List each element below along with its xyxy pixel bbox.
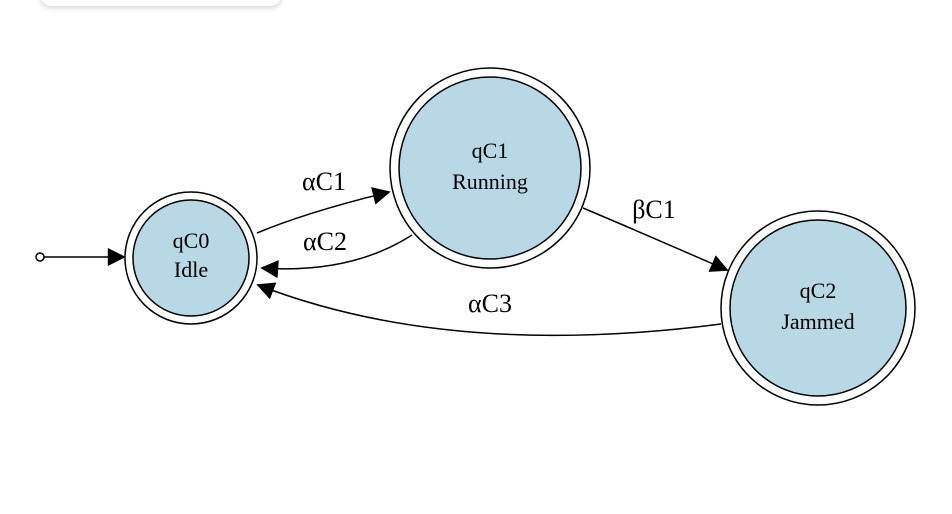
state-qc2-name: qC2 (800, 278, 837, 303)
edge-qc2-qc0-label: αC3 (468, 289, 512, 318)
edge-qc2-qc0-path (256, 282, 722, 337)
state-qc2-circle (729, 219, 907, 397)
initial-arrow (35, 248, 126, 266)
edge-qc1-qc0-label: αC2 (303, 227, 347, 256)
edge-qc2-qc0: αC3 (256, 282, 722, 337)
state-qc0-label: Idle (174, 257, 208, 282)
edge-qc1-qc2-path (582, 207, 729, 272)
state-qc0-name: qC0 (173, 228, 210, 253)
edge-qc1-qc2: βC1 (582, 195, 729, 272)
state-qc0[interactable]: qC0 Idle (124, 191, 258, 325)
state-qc0-circle (132, 199, 250, 317)
edge-qc0-qc1-path (256, 187, 391, 234)
edge-qc1-qc2-label: βC1 (632, 195, 676, 224)
top-panel-edge (40, 0, 282, 6)
state-qc2-label: Jammed (781, 309, 854, 334)
state-qc1[interactable]: qC1 Running (389, 67, 591, 269)
initial-dot (35, 252, 45, 262)
state-qc1-label: Running (452, 169, 528, 194)
state-qc1-circle (398, 76, 582, 260)
edge-qc1-qc0: αC2 (260, 227, 413, 279)
edge-qc0-qc1: αC1 (256, 167, 391, 234)
state-qc2[interactable]: qC2 Jammed (720, 210, 916, 406)
edge-qc0-qc1-label: αC1 (302, 167, 346, 196)
edge-qc1-qc0-path (260, 234, 413, 279)
state-qc1-name: qC1 (472, 138, 509, 163)
